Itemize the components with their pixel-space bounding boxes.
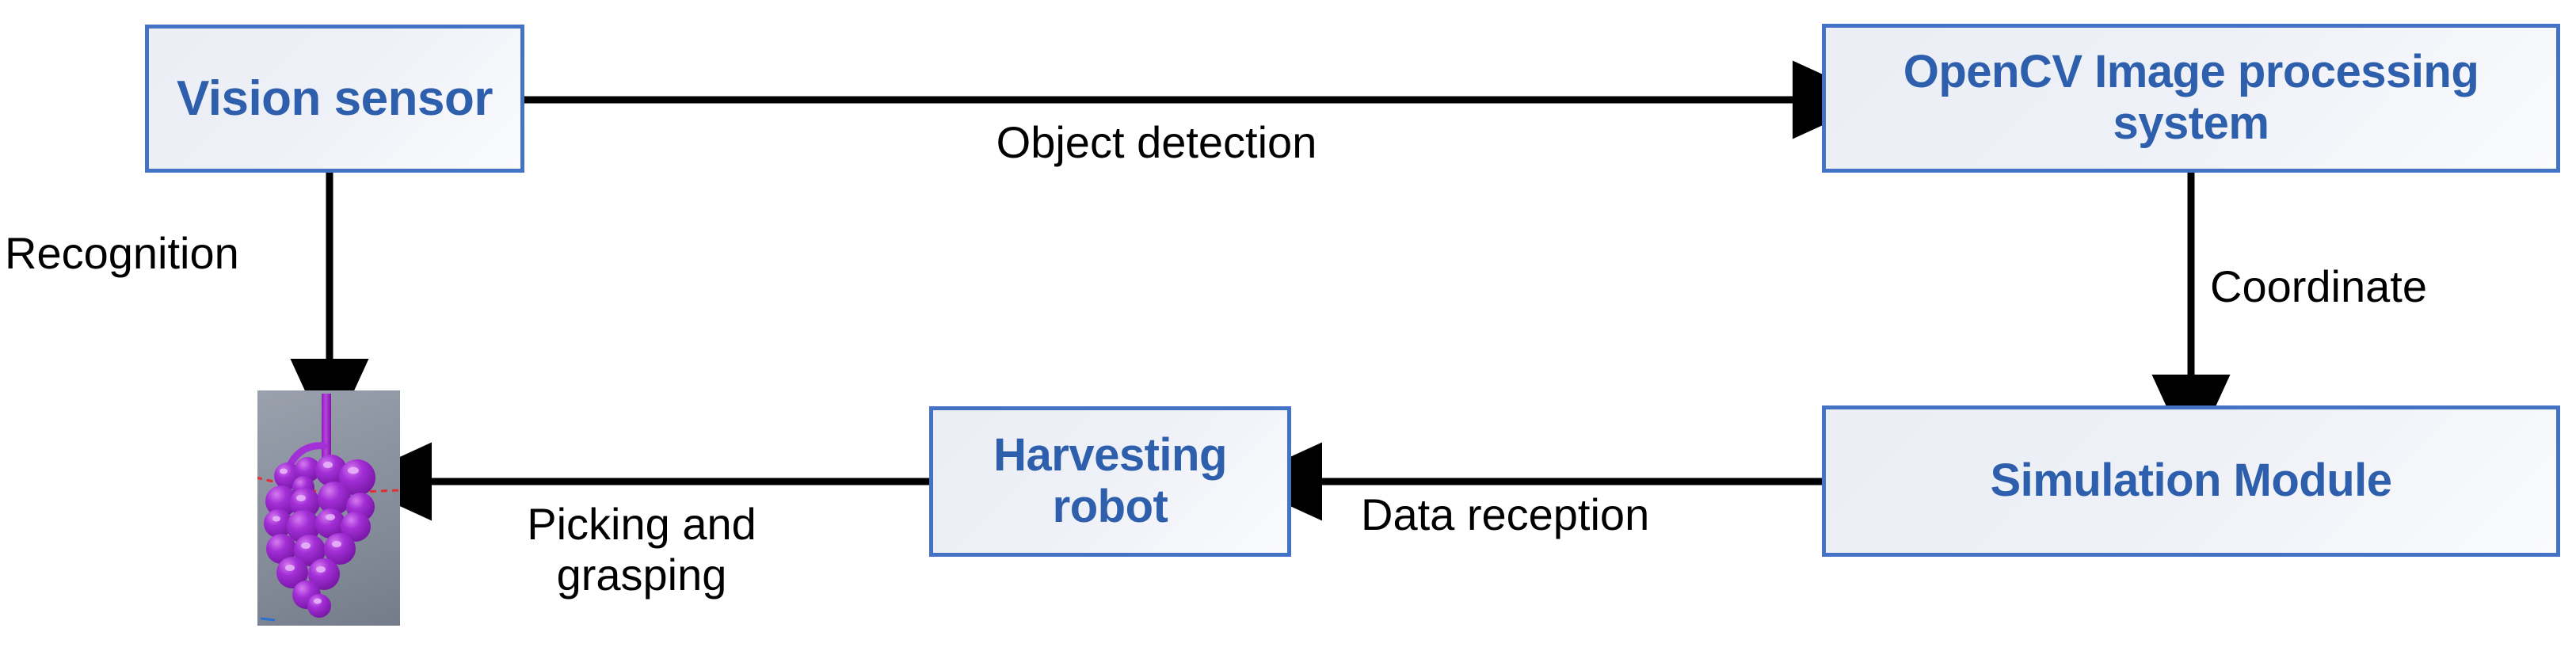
edge-label-data-reception: Data reception	[1361, 489, 1650, 539]
node-opencv-image-processing-system[interactable]: OpenCV Image processing system	[1822, 24, 2560, 173]
grape-cluster-render	[257, 390, 400, 626]
node-vision-sensor[interactable]: Vision sensor	[145, 25, 524, 173]
node-vision-sensor-label: Vision sensor	[177, 70, 493, 126]
edge-label-recognition: Recognition	[5, 228, 239, 278]
edge-label-picking-and-grasping: Picking and grasping	[527, 499, 756, 600]
node-opencv-label: OpenCV Image processing system	[1903, 46, 2479, 149]
grape-cluster-icon	[257, 394, 400, 622]
node-simulation-module-label: Simulation Module	[1990, 455, 2392, 507]
node-harvesting-robot[interactable]: Harvesting robot	[929, 406, 1291, 557]
edge-label-object-detection: Object detection	[996, 117, 1317, 167]
node-harvesting-robot-label: Harvesting robot	[993, 429, 1227, 532]
edge-label-coordinate: Coordinate	[2210, 261, 2427, 311]
node-simulation-module[interactable]: Simulation Module	[1822, 405, 2560, 557]
